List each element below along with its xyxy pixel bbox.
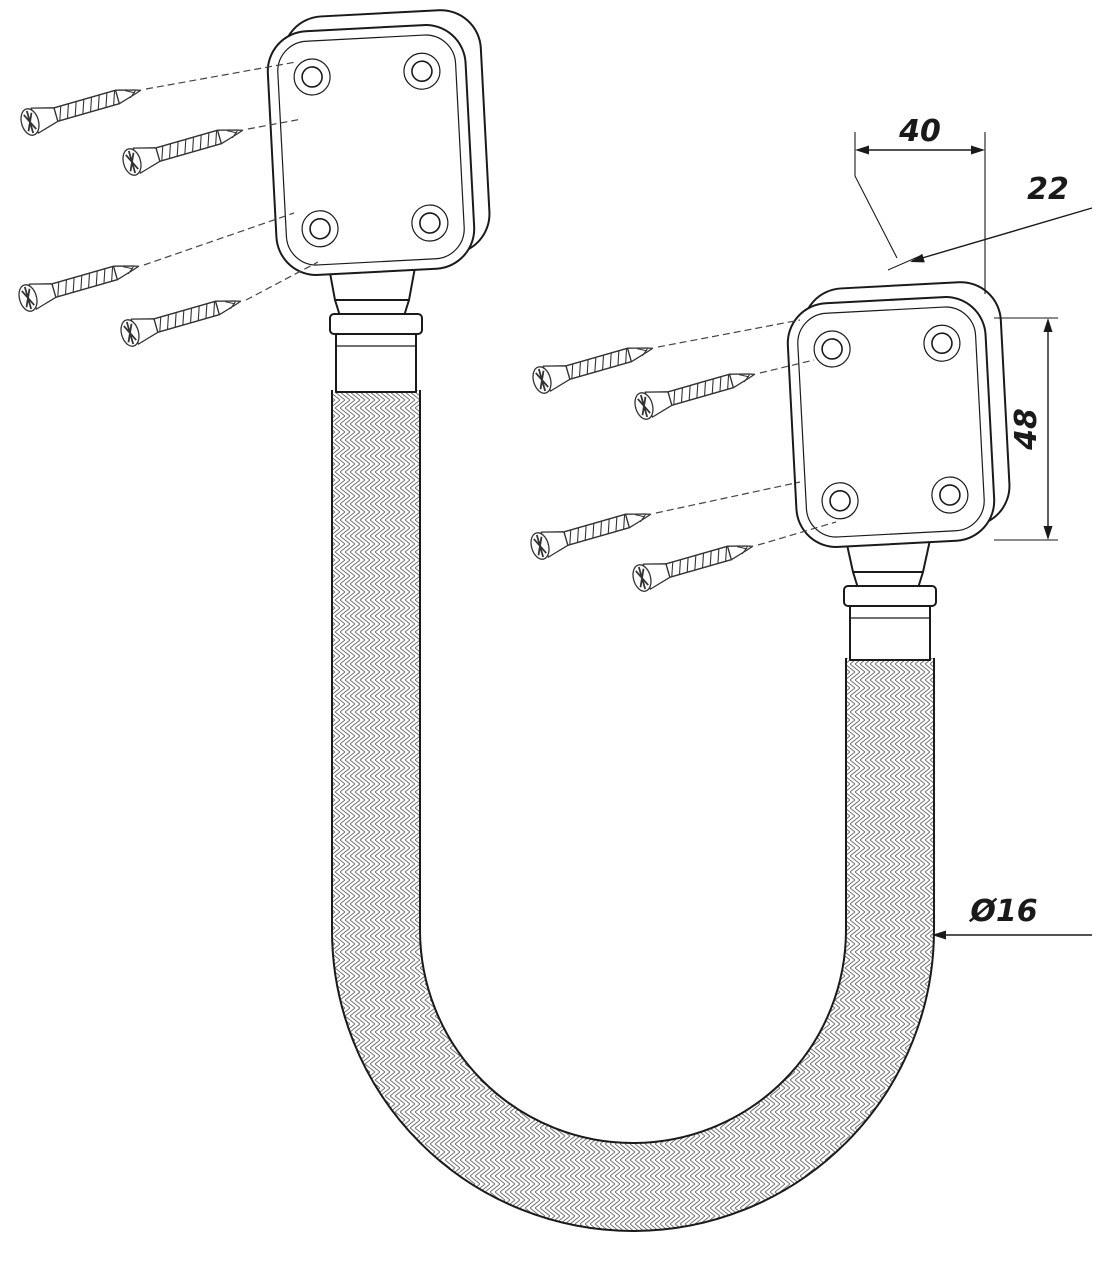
- left-junction-box: [264, 7, 494, 279]
- left-strain-relief: [327, 261, 423, 393]
- dim-label-48: 48: [1009, 408, 1044, 451]
- conduit-braid-texture: [333, 390, 933, 1230]
- collar: [329, 313, 423, 335]
- screws-right: [527, 334, 760, 595]
- arrow-left-icon: [932, 930, 946, 940]
- arrow-up-icon: [1043, 318, 1053, 332]
- dim-22: 22: [887, 172, 1093, 271]
- leader-lines: [143, 61, 837, 546]
- dim-48: 48: [994, 317, 1058, 541]
- dim-40: 40: [854, 114, 986, 294]
- dim-label-22: 22: [1027, 172, 1069, 207]
- arrow-left-icon: [855, 145, 869, 155]
- screw-5: [529, 334, 658, 397]
- screw-7: [527, 500, 656, 563]
- right-strain-relief: [843, 539, 937, 661]
- dim-label-diameter: Ø16: [968, 894, 1037, 929]
- ferrule-body: [335, 333, 417, 393]
- screw-4: [117, 287, 246, 350]
- dim-label-40: 40: [898, 114, 941, 149]
- screws-left: [15, 76, 248, 350]
- screw-2: [119, 116, 248, 179]
- arrow-down-icon: [1043, 526, 1053, 540]
- ferrule-body: [849, 605, 931, 661]
- right-junction-box: [784, 279, 1014, 551]
- braided-conduit: [331, 390, 935, 1232]
- screw-3: [15, 252, 144, 315]
- arrow-icon: [910, 253, 925, 263]
- screw-8: [629, 532, 758, 595]
- screw-1: [17, 76, 146, 139]
- dim-diameter-16: Ø16: [932, 894, 1092, 940]
- screw-6: [631, 360, 760, 423]
- arrow-right-icon: [971, 145, 985, 155]
- collar: [843, 585, 937, 607]
